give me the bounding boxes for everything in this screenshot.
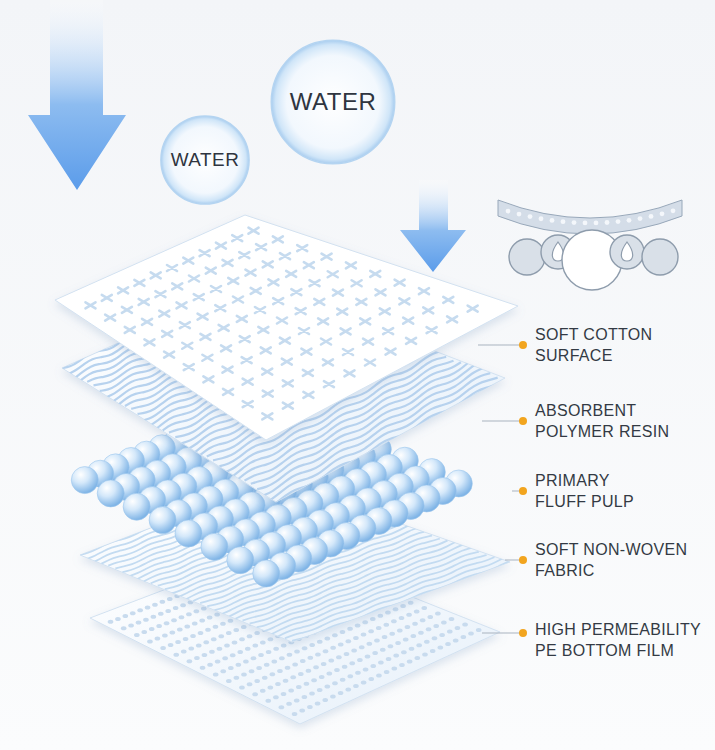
water-arrow [400, 180, 466, 272]
leader-dot [519, 417, 527, 425]
leader-dot [519, 341, 527, 349]
layer-label: HIGH PERMEABILITY PE BOTTOM FILM [535, 619, 710, 661]
leader-line [478, 345, 520, 346]
absorption-inset [498, 200, 682, 290]
water-arrow [28, 0, 126, 190]
water-bubble: WATER [270, 39, 396, 165]
layer-label: SOFT NON-WOVEN FABRIC [535, 539, 695, 581]
bubble-text: WATER [290, 88, 377, 116]
layer-label: ABSORBENT POLYMER RESIN [535, 400, 675, 442]
leader-line [482, 633, 520, 634]
water-bubble: WATER [160, 115, 250, 205]
leader-line [482, 421, 520, 422]
layer-top [55, 215, 518, 440]
leader-dot [519, 556, 527, 564]
leader-line [512, 491, 520, 492]
layer-label: PRIMARY FLUFF PULP [535, 470, 647, 512]
leader-dot [519, 487, 527, 495]
bubble-text: WATER [171, 149, 240, 171]
leader-dot [519, 629, 527, 637]
leader-line [505, 560, 520, 561]
layer-label: SOFT COTTON SURFACE [535, 324, 660, 366]
